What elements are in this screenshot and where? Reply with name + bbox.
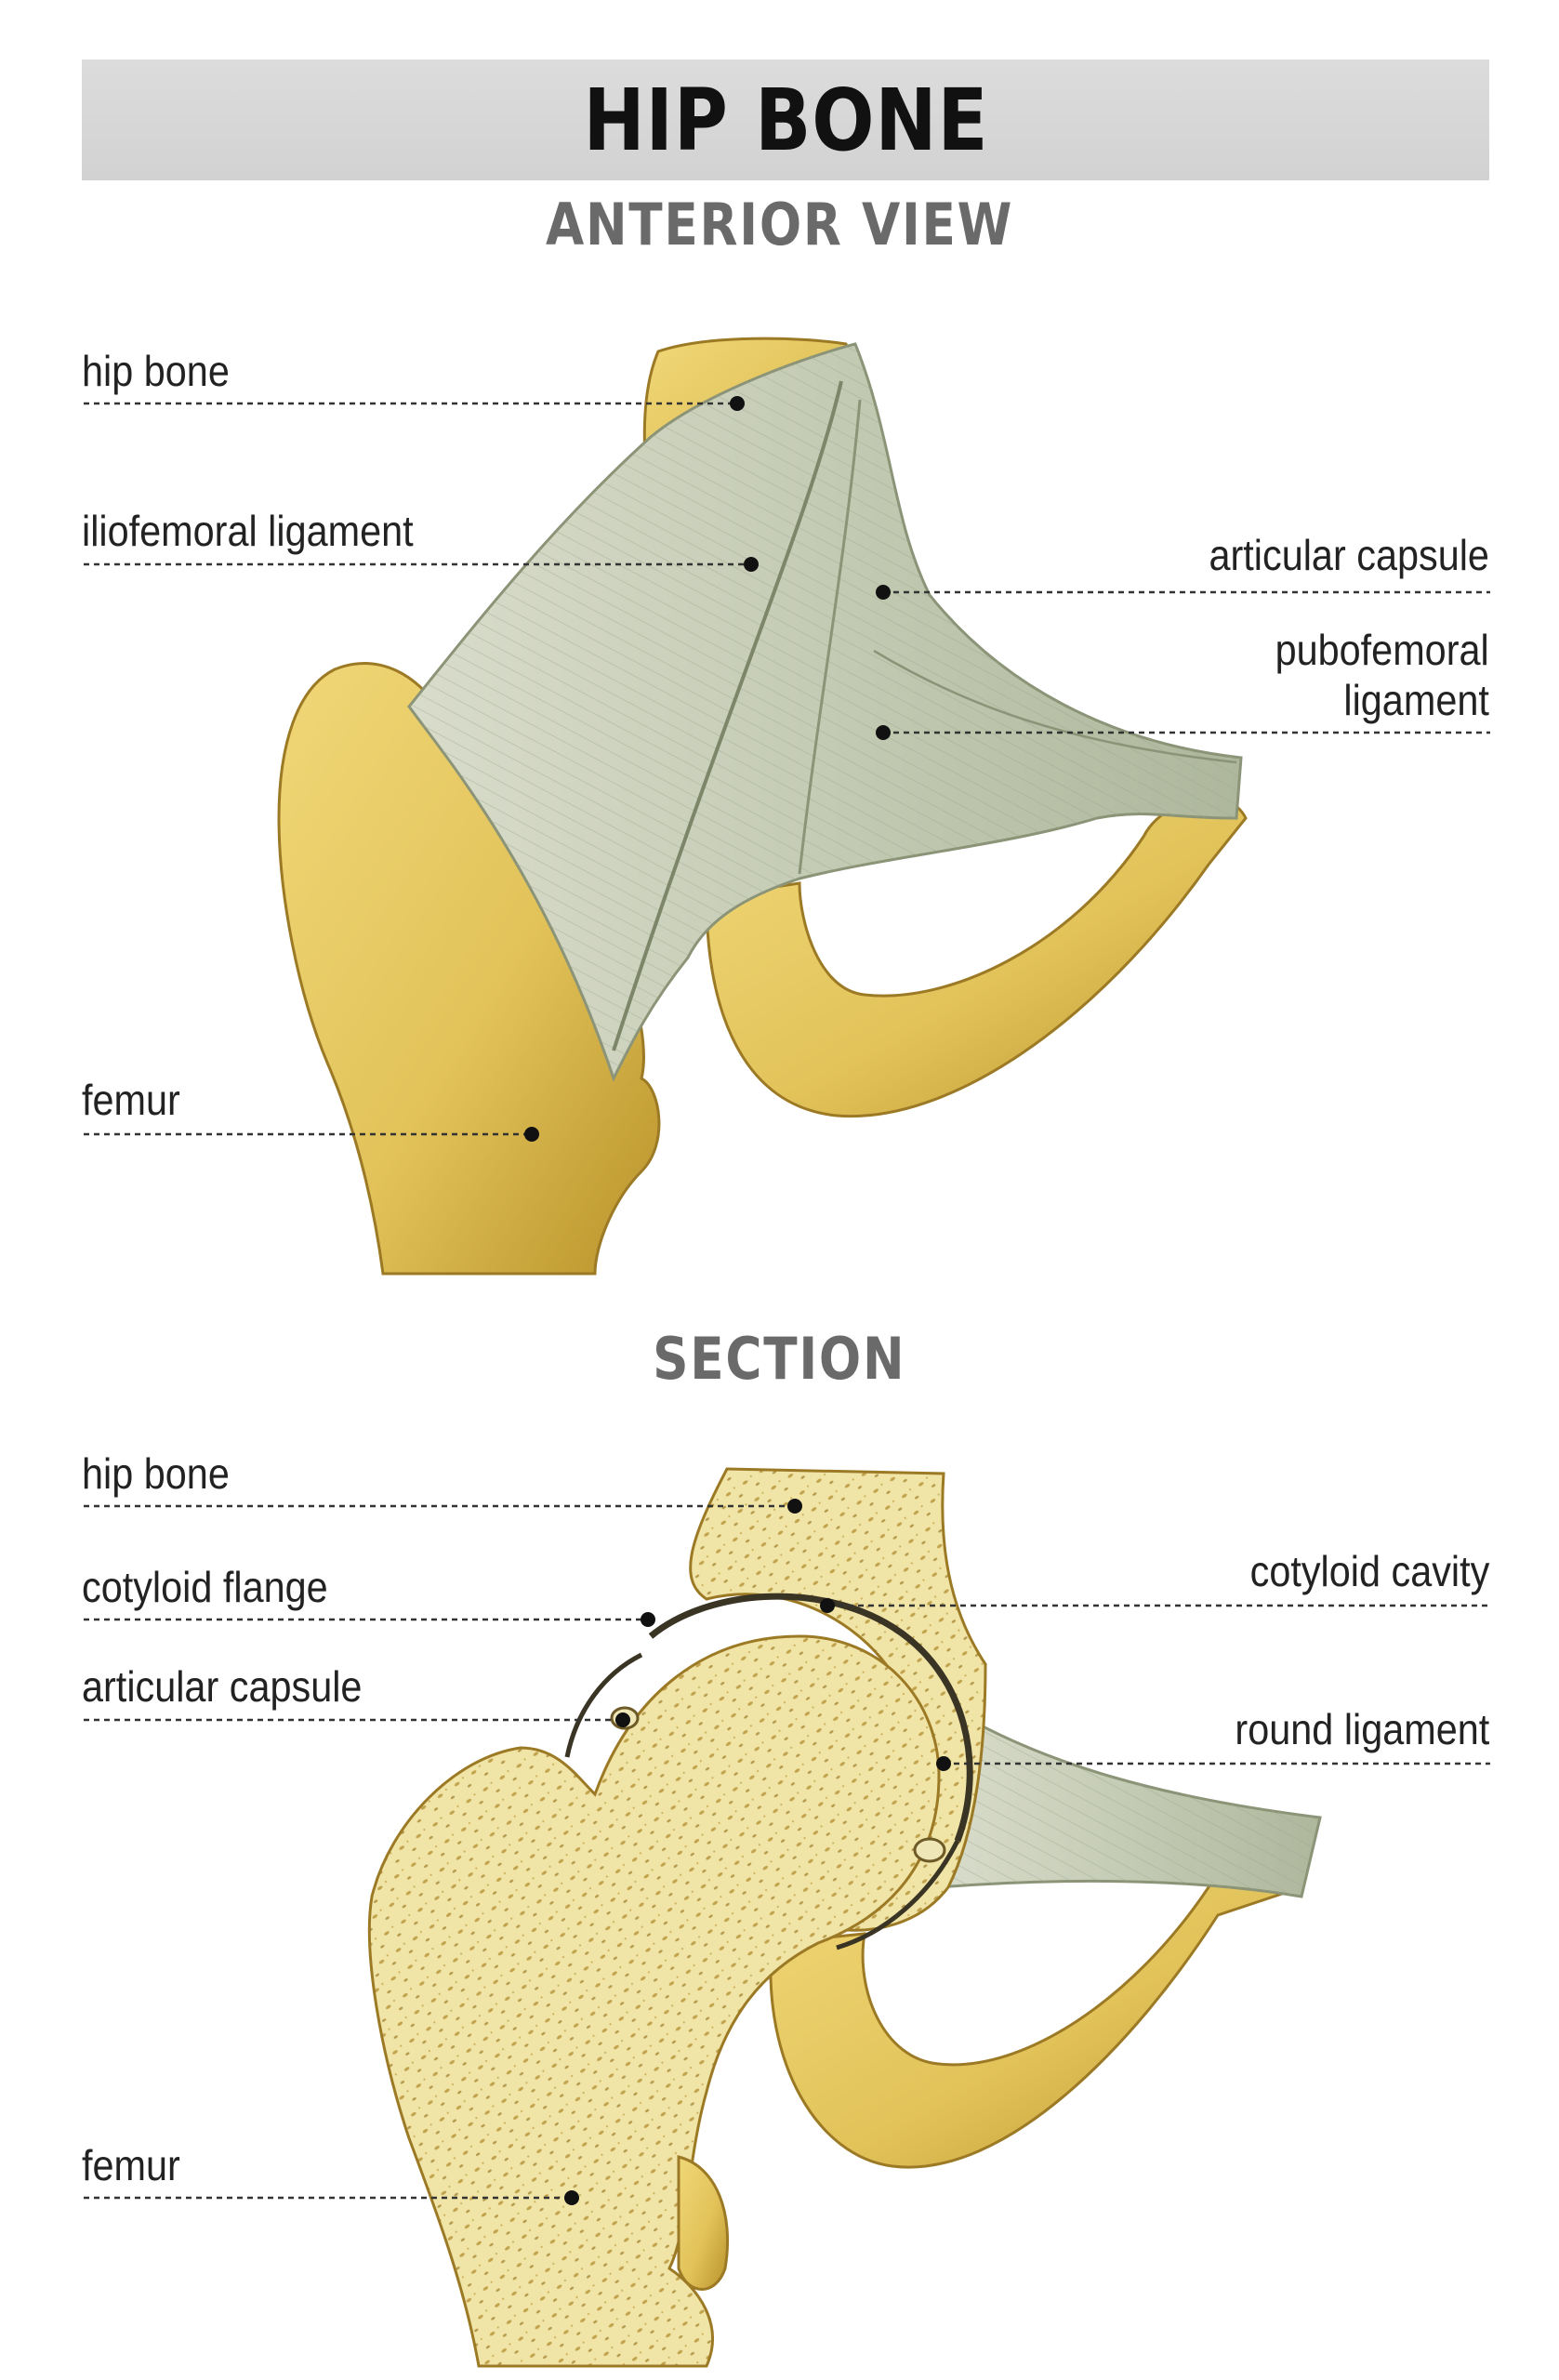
- leader-lines: [84, 402, 1490, 2200]
- section-illustration: [367, 1467, 1322, 2368]
- label-cotyloid-flange: cotyloid flange: [82, 1563, 328, 1611]
- label-cotyloid-cavity: cotyloid cavity: [1249, 1547, 1489, 1595]
- label-round-ligament: round ligament: [1235, 1705, 1489, 1753]
- anterior-view-heading: ANTERIOR VIEW: [545, 191, 1014, 258]
- label-pubofemoral-ligament-line2: ligament: [1343, 676, 1489, 724]
- title-band: HIP BONE: [82, 60, 1489, 180]
- label-articular-capsule-anterior: articular capsule: [1209, 531, 1489, 579]
- label-hip-bone-anterior: hip bone: [82, 347, 230, 395]
- label-pubofemoral-ligament-line1: pubofemoral: [1275, 626, 1489, 674]
- label-iliofemoral-ligament: iliofemoral ligament: [82, 507, 414, 555]
- section-heading: SECTION: [653, 1325, 906, 1393]
- leader-dots: [524, 396, 951, 2205]
- label-femur-anterior: femur: [82, 1076, 180, 1124]
- page-title: HIP BONE: [583, 70, 988, 170]
- label-hip-bone-section: hip bone: [82, 1449, 230, 1498]
- label-articular-capsule-section: articular capsule: [82, 1662, 363, 1711]
- anterior-illustration: [277, 337, 1248, 1276]
- label-femur-section: femur: [82, 2141, 180, 2189]
